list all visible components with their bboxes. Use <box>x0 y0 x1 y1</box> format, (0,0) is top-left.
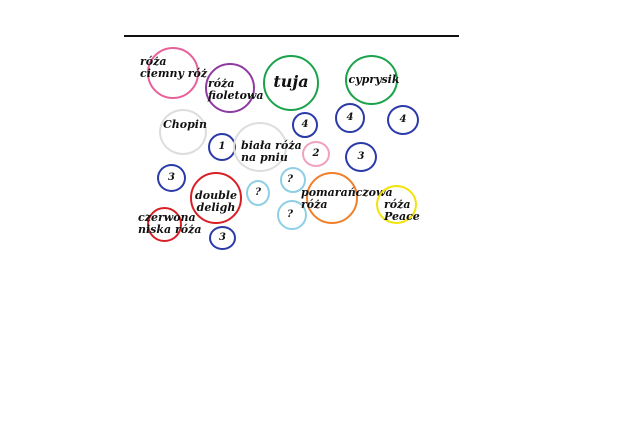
label-pomaranczowa-roza: pomarańczowa róża <box>301 187 393 211</box>
label-number-3-b: 3 <box>168 172 175 183</box>
circle-biala-roza-na-pniu <box>233 122 287 172</box>
circle-tuja <box>263 55 319 111</box>
label-cyprysik: cyprysik <box>348 73 400 86</box>
label-roza-fioletowa: róża fioletowa <box>208 78 264 102</box>
circle-question-2 <box>280 167 306 193</box>
label-double-line2: deligh <box>196 201 236 214</box>
label-biala-roza-na-pniu: biała róża na pniu <box>241 140 302 164</box>
circle-roza-fioletowa <box>205 63 255 113</box>
label-biala-roza-line1: biała róża <box>241 139 302 152</box>
circle-number-3-c <box>209 226 236 250</box>
label-number-3-c: 3 <box>219 232 226 243</box>
label-double-line1: double <box>195 189 237 202</box>
label-roza-fioletowa-line2: fioletowa <box>208 89 264 102</box>
label-pomar-line2: róża <box>301 198 328 211</box>
label-biala-roza-line2: na pniu <box>241 151 288 164</box>
circle-number-3-b <box>157 164 186 192</box>
circle-roza-ciemny-roz <box>147 47 199 99</box>
circle-question-3 <box>277 200 307 230</box>
circle-number-4-c <box>387 105 419 135</box>
label-number-4-c: 4 <box>399 114 407 125</box>
label-question-1: ? <box>255 187 261 198</box>
label-number-4-a: 4 <box>301 119 309 130</box>
circle-double-deligh <box>190 172 242 224</box>
circle-cyprysik <box>345 55 398 105</box>
label-question-3: ? <box>287 209 293 220</box>
circle-czerwona-niska-roza <box>147 207 182 242</box>
circle-number-2 <box>302 141 330 167</box>
label-number-1: 1 <box>218 141 226 152</box>
label-chopin: Chopin <box>163 118 207 131</box>
label-roza-ciemny-roz-line1: róża <box>140 55 167 68</box>
label-tuja: tuja <box>273 72 309 91</box>
label-roza-ciemny-roz-line2: ciemny róż <box>140 67 208 80</box>
label-roza-ciemny-roz: róża ciemny róż <box>140 56 207 80</box>
label-number-2: 2 <box>312 148 320 159</box>
circle-number-3-a <box>345 142 377 172</box>
circle-chopin <box>159 109 207 155</box>
circle-number-4-a <box>292 112 318 138</box>
label-roza-peace: róża Peace <box>384 199 420 223</box>
label-pomar-line1: pomarańczowa <box>301 186 393 199</box>
label-roza-fioletowa-line1: róża <box>208 77 235 90</box>
label-peace-line2: Peace <box>384 210 420 223</box>
label-czerwona-line1: czerwona <box>138 211 196 224</box>
label-question-2: ? <box>287 174 293 185</box>
circle-roza-peace <box>376 185 417 224</box>
label-number-4-b: 4 <box>346 112 354 123</box>
label-double-deligh: double deligh <box>190 190 242 214</box>
label-peace-line1: róża <box>384 198 411 211</box>
label-number-3-a: 3 <box>357 151 365 162</box>
circle-number-4-b <box>335 103 365 133</box>
top-divider-line <box>124 35 459 37</box>
circle-question-1 <box>246 180 270 206</box>
label-czerwona-line2: niska róża <box>138 223 202 236</box>
label-czerwona-niska-roza: czerwona niska róża <box>138 212 201 236</box>
circle-pomaranczowa-roza <box>306 172 358 224</box>
